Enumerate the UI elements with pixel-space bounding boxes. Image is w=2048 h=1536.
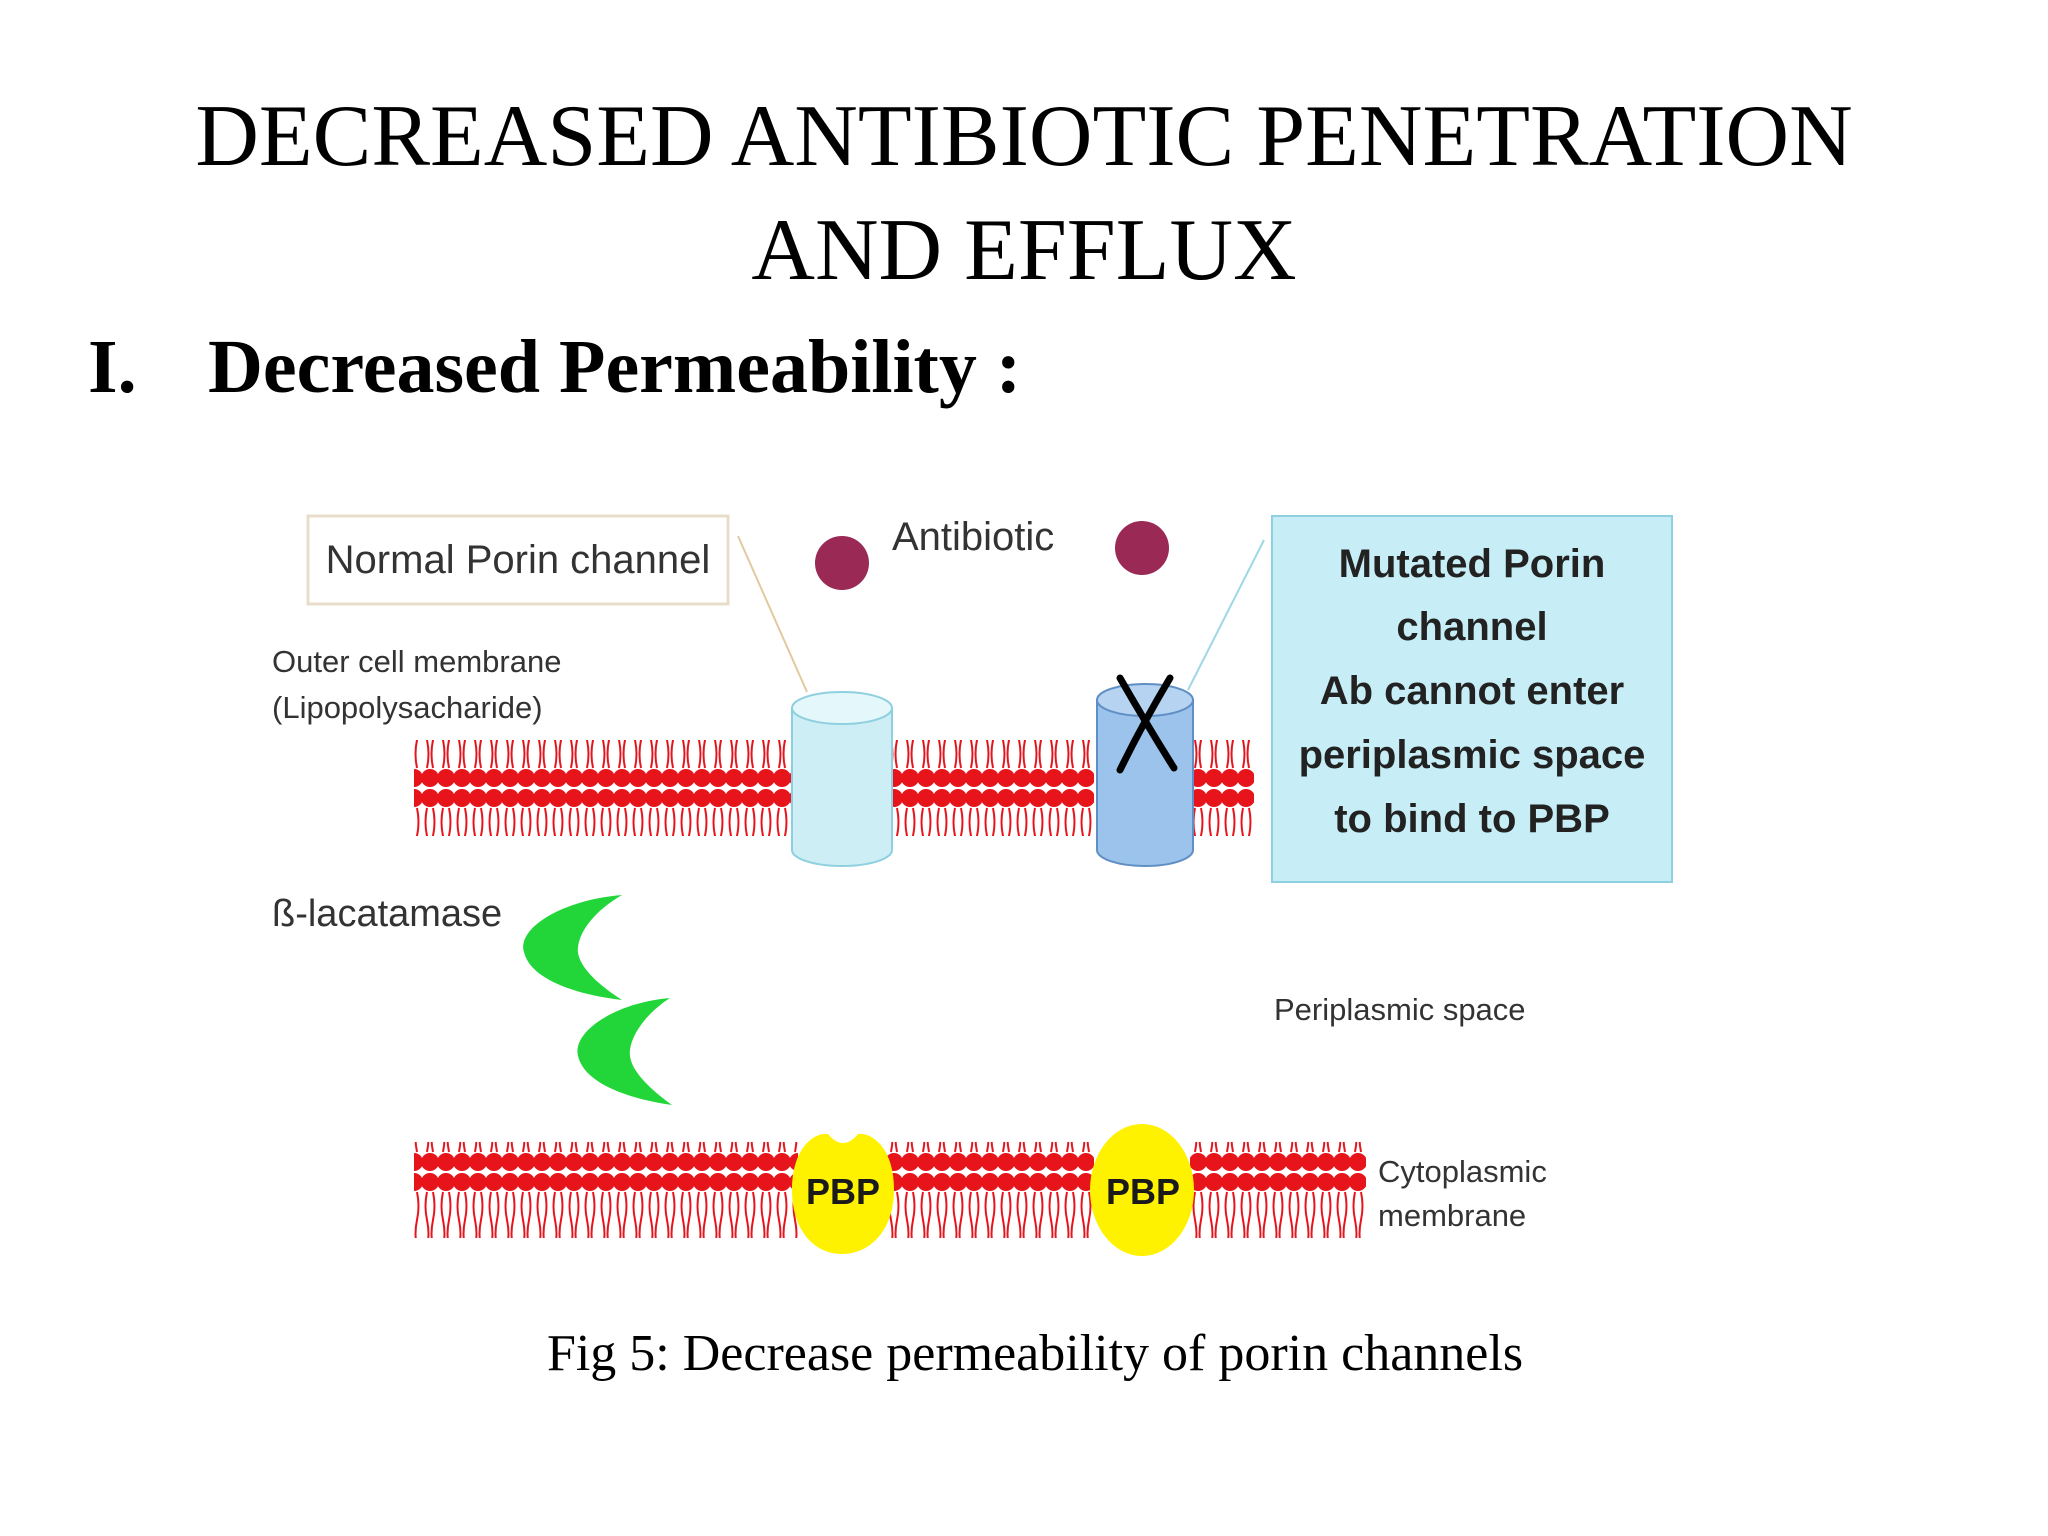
beta-lactamase-enzyme-2 <box>577 998 672 1105</box>
cytoplasmic-membrane-segment-right <box>1190 1142 1366 1238</box>
outer-membrane-segment-middle <box>886 740 1094 836</box>
outer-membrane-label-line-2: (Lipopolysacharide) <box>272 690 543 725</box>
mutated-box-line-2: channel <box>1396 605 1547 649</box>
pbp-protein-2: PBP <box>1090 1124 1194 1256</box>
mutated-box-line-4: periplasmic space <box>1299 733 1646 777</box>
cytoplasmic-membrane-segment-middle <box>886 1142 1094 1238</box>
beta-lactamase-label: ß-lacatamase <box>272 893 502 935</box>
cytoplasmic-membrane-segment-left <box>414 1142 798 1238</box>
blocked-x-icon <box>1116 674 1178 774</box>
normal-porin-pointer <box>737 535 808 693</box>
periplasmic-space-label: Periplasmic space <box>1274 992 1526 1027</box>
section-number: I. <box>88 325 137 409</box>
slide-title-line-1: DECREASED ANTIBIOTIC PENETRATION <box>195 88 1853 185</box>
pbp-protein-1: PBP <box>792 1133 894 1254</box>
mutated-box-line-1: Mutated Porin <box>1339 542 1606 586</box>
section-heading-text: Decreased Permeability : <box>208 325 1022 409</box>
diagram-svg: Normal Porin channel Antibiotic Outer ce… <box>272 514 1673 1256</box>
beta-lactamase-enzyme-1 <box>523 895 622 1000</box>
cytoplasmic-membrane-label-line-2: membrane <box>1378 1198 1526 1233</box>
normal-porin-channel <box>791 691 893 867</box>
slide-title: DECREASED ANTIBIOTIC PENETRATION AND EFF… <box>0 80 2048 308</box>
section-heading: I. Decreased Permeability : <box>88 322 1021 412</box>
pbp-label-1: PBP <box>806 1171 880 1212</box>
mutated-box-line-5: to bind to PBP <box>1334 797 1610 841</box>
normal-porin-label: Normal Porin channel <box>326 538 711 582</box>
outer-membrane-segment-right <box>1190 740 1254 836</box>
antibiotic-label: Antibiotic <box>892 515 1054 559</box>
slide-title-line-2: AND EFFLUX <box>751 202 1297 299</box>
porin-channel-diagram: Normal Porin channel Antibiotic Outer ce… <box>262 500 1732 1300</box>
outer-membrane-label-line-1: Outer cell membrane <box>272 644 561 679</box>
antibiotic-molecule-left <box>815 536 869 590</box>
antibiotic-molecule-right <box>1115 521 1169 575</box>
figure-caption: Fig 5: Decrease permeability of porin ch… <box>546 1325 1524 1382</box>
mutated-porin-pointer <box>1187 539 1265 691</box>
cytoplasmic-membrane-label-line-1: Cytoplasmic <box>1378 1154 1547 1189</box>
mutated-porin-channel <box>1096 683 1194 867</box>
outer-membrane-segment-left <box>414 740 798 836</box>
mutated-porin-info-box: Mutated Porin channel Ab cannot enter pe… <box>1271 515 1673 883</box>
normal-porin-label-box: Normal Porin channel <box>306 514 730 606</box>
mutated-box-line-3: Ab cannot enter <box>1320 669 1624 713</box>
pbp-label-2: PBP <box>1106 1171 1180 1212</box>
